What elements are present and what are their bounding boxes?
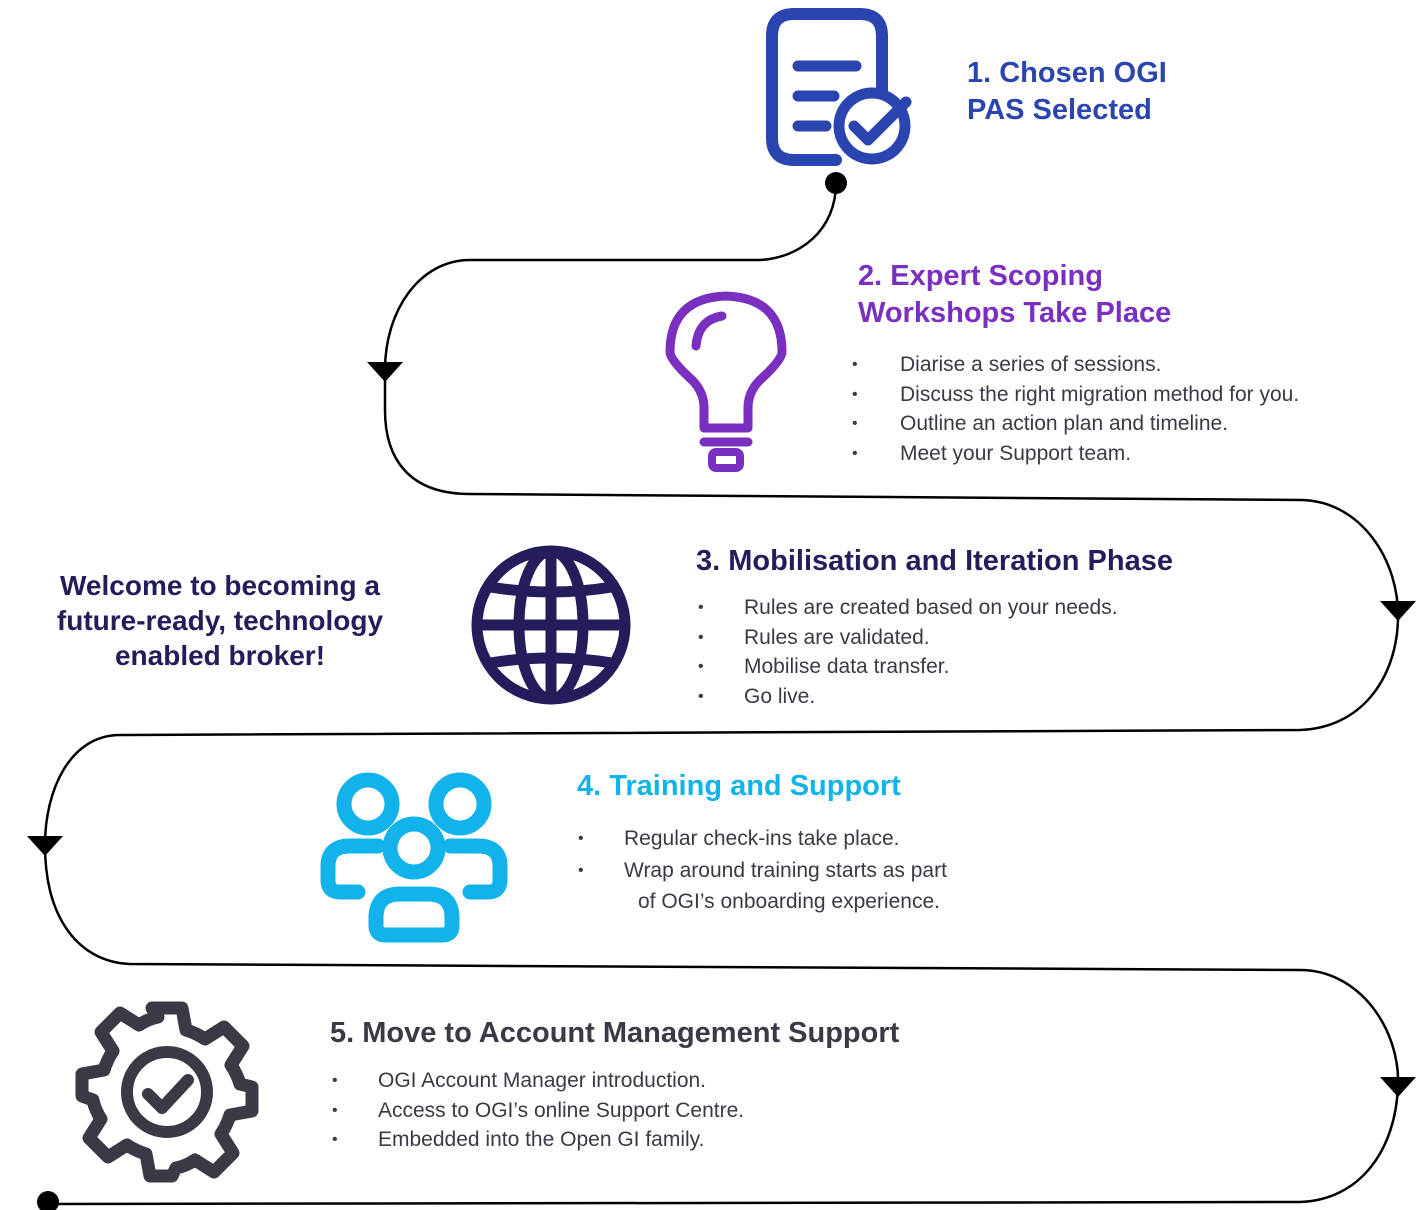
bullet-dot: •: [698, 599, 704, 616]
lightbulb-icon: [665, 291, 787, 472]
step-3-title-line1: 3. Mobilisation and Iteration Phase: [696, 545, 1173, 577]
bullet-dot: •: [852, 356, 858, 373]
step-3-title: 3. Mobilisation and Iteration Phase: [696, 543, 1173, 580]
bullet-dot: •: [332, 1131, 338, 1148]
gear-check-icon: [75, 1001, 259, 1183]
list-item: •Mobilise data transfer.: [698, 652, 1118, 682]
bullet-dot: •: [578, 861, 584, 879]
step-4-title-line1: 4. Training and Support: [577, 770, 901, 802]
welcome-message: Welcome to becoming a future-ready, tech…: [56, 570, 384, 671]
list-item: •Regular check-ins take place.: [578, 823, 947, 855]
step-2-title-line1: 2. Expert Scoping: [858, 260, 1103, 292]
path-line: [43, 182, 1400, 1206]
step-1-title-line1: 1. Chosen OGI: [967, 57, 1167, 89]
bullet-dot: •: [698, 687, 704, 705]
path-arrow-4: [1380, 1077, 1416, 1097]
bullet-dot: •: [698, 658, 704, 675]
path-arrow-2: [1380, 601, 1416, 621]
list-item: •Wrap around training starts as part: [578, 855, 947, 887]
list-item: •Rules are validated.: [698, 623, 1118, 653]
bullet-dot: •: [852, 385, 858, 403]
bullet-dot: •: [698, 628, 704, 646]
step-4-bullets: •Regular check-ins take place. •Wrap aro…: [578, 823, 947, 918]
list-item: •Embedded into the Open GI family.: [332, 1125, 744, 1155]
list-item: •Discuss the right migration method for …: [852, 380, 1299, 410]
list-item: •Diarise a series of sessions.: [852, 350, 1299, 380]
globe-icon: [471, 545, 631, 705]
list-item: •Rules are created based on your needs.: [698, 593, 1118, 623]
path-start-dot: [825, 172, 847, 194]
bullet-dot: •: [852, 444, 858, 462]
path-arrow-3: [27, 836, 63, 856]
step-2-title-line2: Workshops Take Place: [858, 297, 1172, 329]
step-3-bullets: •Rules are created based on your needs. …: [698, 593, 1118, 712]
step-4-title: 4. Training and Support: [577, 768, 901, 805]
document-check-icon: [766, 8, 912, 166]
list-item: •OGI Account Manager introduction.: [332, 1066, 744, 1096]
bullet-dot: •: [332, 1101, 338, 1119]
list-item: •Go live.: [698, 682, 1118, 712]
step-2-bullets: •Diarise a series of sessions. •Discuss …: [852, 350, 1299, 469]
step-5-bullets: •OGI Account Manager introduction. •Acce…: [332, 1066, 744, 1155]
path-arrow-1: [367, 362, 403, 382]
list-item: •Meet your Support team.: [852, 439, 1299, 469]
step-1-title-line2: PAS Selected: [967, 94, 1152, 126]
step-5-title-line1: 5. Move to Account Management Support: [330, 1017, 900, 1049]
list-item: •Access to OGI’s online Support Centre.: [332, 1096, 744, 1126]
step-5-title: 5. Move to Account Management Support: [330, 1015, 899, 1052]
list-item-continuation: of OGI’s onboarding experience.: [638, 890, 940, 913]
step-1-title: 1. Chosen OGI PAS Selected: [967, 55, 1167, 129]
step-2-title: 2. Expert Scoping Workshops Take Place: [858, 258, 1171, 332]
bullet-dot: •: [332, 1072, 338, 1089]
users-group-icon: [320, 772, 508, 943]
list-item: •Outline an action plan and timeline.: [852, 409, 1299, 439]
path-end-dot: [37, 1191, 59, 1210]
bullet-dot: •: [578, 830, 584, 847]
bullet-dot: •: [852, 415, 858, 432]
